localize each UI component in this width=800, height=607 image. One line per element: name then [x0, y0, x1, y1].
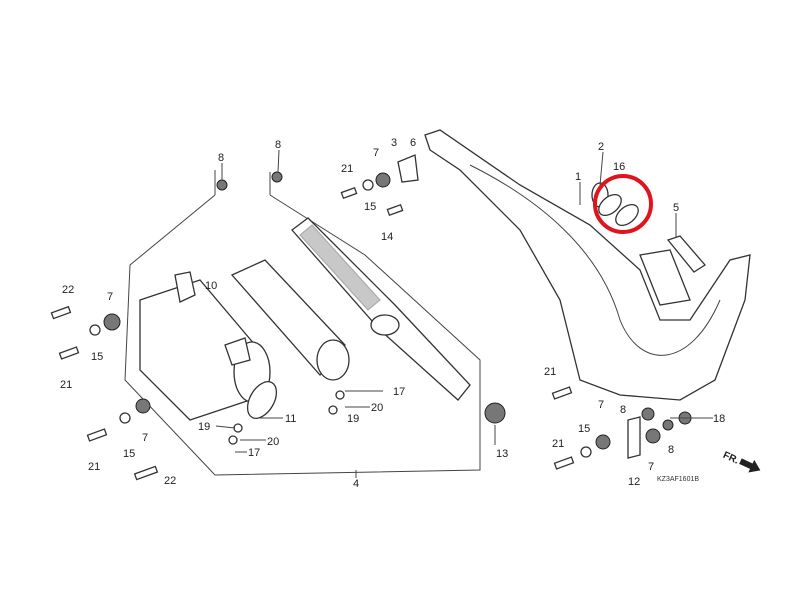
part-label: 7: [107, 291, 113, 303]
catalog-code: KZ3AF1601B: [657, 476, 699, 483]
gasket-16b: [615, 203, 639, 227]
part-label: 8: [275, 139, 281, 151]
part-label: 10: [205, 280, 217, 292]
part-label: 13: [496, 448, 508, 460]
part-label: 7: [598, 399, 604, 411]
part-label: 15: [364, 201, 376, 213]
part-label: 15: [91, 351, 103, 363]
part-label: 15: [578, 423, 590, 435]
svg-text:FR.: FR.: [721, 450, 740, 467]
part-label: 22: [164, 475, 176, 487]
part-label: 15: [123, 448, 135, 460]
silencer-insert: [230, 259, 350, 381]
part-label: 18: [713, 413, 725, 425]
part-label: 17: [248, 447, 260, 459]
tail-pipe: [291, 217, 471, 401]
part-label: 8: [668, 444, 674, 456]
part-labels: 8 8 21 7 3 6 15 14 1 2 16 5 10 22 7 15 2…: [60, 137, 725, 490]
leader-lines: [215, 149, 713, 478]
part-label: 12: [628, 476, 640, 488]
part-label: 7: [373, 147, 379, 159]
exhaust-pipe: [424, 129, 751, 401]
muffler-assembly-outline: [124, 194, 481, 476]
part-label: 17: [393, 386, 405, 398]
part-label: 22: [62, 284, 74, 296]
part-label: 6: [410, 137, 416, 149]
arrow-icon: [739, 458, 761, 473]
highlight-circle: [593, 174, 653, 234]
part-label: 1: [575, 171, 581, 183]
part-label: 11: [285, 413, 296, 425]
gasket-16a: [598, 193, 622, 217]
part-label: 3: [391, 137, 397, 149]
part-label: 7: [142, 432, 148, 444]
part-label: 21: [88, 461, 100, 473]
part-label: 21: [60, 379, 72, 391]
front-direction-marker: FR.: [721, 450, 761, 473]
part-label: 14: [381, 231, 393, 243]
part-label: 7: [648, 461, 654, 473]
part-label: 16: [613, 161, 625, 173]
part-label: 4: [353, 478, 359, 490]
part-label: 21: [552, 438, 564, 450]
part-label: 20: [267, 436, 279, 448]
part-label: 19: [198, 421, 210, 433]
part-label: 8: [218, 152, 224, 164]
part-label: 21: [544, 366, 556, 378]
part-label: 21: [341, 163, 353, 175]
part-label: 2: [598, 141, 604, 153]
part-label: 8: [620, 404, 626, 416]
part-label: 5: [673, 202, 679, 214]
part-label: 19: [347, 413, 359, 425]
part-label: 20: [371, 402, 383, 414]
